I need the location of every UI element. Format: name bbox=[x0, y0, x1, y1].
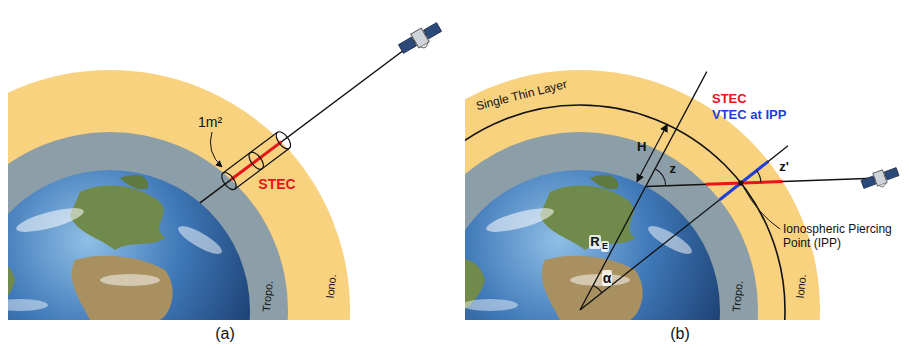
thin-layer bbox=[465, 105, 785, 320]
height-label: H bbox=[637, 140, 646, 155]
satellite bbox=[860, 165, 901, 193]
earth-layers-b bbox=[465, 70, 820, 320]
angle-label: z' bbox=[779, 160, 789, 175]
layer-label: Iono. bbox=[793, 274, 808, 300]
angle-arc bbox=[655, 169, 666, 186]
area-label: 1m² bbox=[198, 114, 222, 130]
signal-ray bbox=[200, 38, 420, 203]
satellite bbox=[397, 20, 445, 58]
zenith-line bbox=[580, 72, 707, 310]
height-arrow bbox=[637, 124, 668, 181]
stec-label: STEC bbox=[258, 176, 295, 192]
layer-label: Tropo. bbox=[730, 280, 745, 312]
radius-subscript: E bbox=[601, 241, 609, 251]
leader-line bbox=[744, 188, 780, 229]
angle-label: α bbox=[602, 270, 613, 286]
ipp-dot bbox=[738, 180, 743, 185]
panel-label: (b) bbox=[670, 325, 690, 343]
vtec-segment bbox=[720, 161, 769, 199]
vtec-label: VTEC at IPP bbox=[712, 108, 786, 123]
earth-layers-a bbox=[8, 70, 350, 320]
layer-label: Single Thin Layer bbox=[475, 78, 569, 114]
ipp-label: Ionospheric Piercing Point (IPP) bbox=[783, 223, 905, 251]
ipp-radial bbox=[580, 146, 788, 310]
layer-label: Tropo. bbox=[260, 280, 275, 312]
radius-label: R bbox=[589, 235, 600, 250]
leader-line bbox=[210, 132, 222, 167]
angle-label: z bbox=[670, 162, 677, 177]
angle-arc bbox=[757, 171, 761, 183]
stec-segment bbox=[706, 182, 783, 185]
signal-ray bbox=[646, 178, 880, 186]
stec-label: STEC bbox=[712, 92, 747, 107]
layer-label: Iono. bbox=[323, 274, 338, 300]
panel-label: (a) bbox=[215, 325, 235, 343]
angle-arc bbox=[593, 285, 602, 292]
